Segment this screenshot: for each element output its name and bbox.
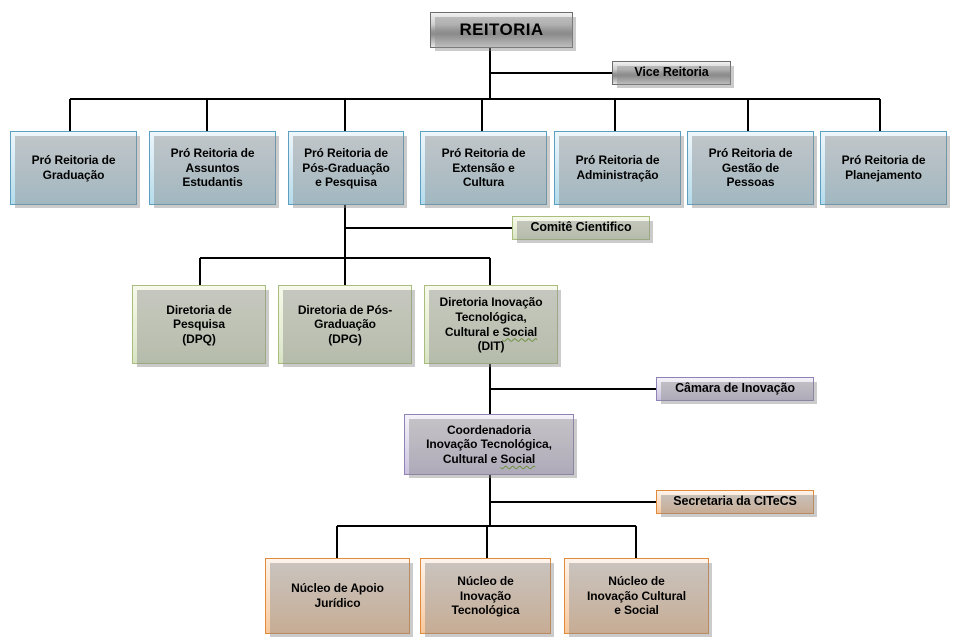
node-comite-cientifico[interactable]: Comitê Cientifico — [512, 216, 653, 243]
node-pro-reitoria-administracao[interactable]: Pró Reitoria de Administração — [554, 131, 684, 208]
node-diretoria-pesquisa-dpq[interactable]: Diretoria de Pesquisa (DPQ) — [132, 285, 269, 367]
node-reitoria[interactable]: REITORIA — [430, 12, 576, 51]
node-camara-de-inovacao[interactable]: Câmara de Inovação — [656, 377, 817, 404]
node-vice-reitoria[interactable]: Vice Reitoria — [612, 61, 734, 88]
node-secretaria-da-citecs[interactable]: Secretaria da CITeCS — [656, 490, 817, 517]
node-nucleo-de-inovacao-tecnologica[interactable]: Núcleo de Inovação Tecnológica — [420, 558, 554, 637]
node-pro-reitoria-gestao-de-pessoas[interactable]: Pró Reitoria de Gestão de Pessoas — [687, 131, 817, 208]
spellcheck-word-social: Social — [502, 324, 538, 339]
node-pro-reitoria-pos-graduacao-e-pesquisa[interactable]: Pró Reitoria de Pós-Graduação e Pesquisa — [288, 131, 407, 208]
node-pro-reitoria-planejamento[interactable]: Pró Reitoria de Planejamento — [820, 131, 950, 208]
node-nucleo-de-inovacao-cultural-e-social[interactable]: Núcleo de Inovação Cultural e Social — [564, 558, 712, 637]
node-diretoria-pos-graduacao-dpg[interactable]: Diretoria de Pós- Graduação (DPG) — [278, 285, 415, 367]
spellcheck-word-social-coordenadoria: Social — [500, 451, 536, 466]
node-nucleo-de-apoio-juridico[interactable]: Núcleo de Apoio Jurídico — [265, 558, 413, 637]
node-pro-reitoria-extensao-e-cultura[interactable]: Pró Reitoria de Extensão e Cultura — [420, 131, 550, 208]
node-pro-reitoria-assuntos-estudantis[interactable]: Pró Reitoria de Assuntos Estudantis — [149, 131, 279, 208]
node-pro-reitoria-graduacao[interactable]: Pró Reitoria de Graduação — [10, 131, 140, 208]
